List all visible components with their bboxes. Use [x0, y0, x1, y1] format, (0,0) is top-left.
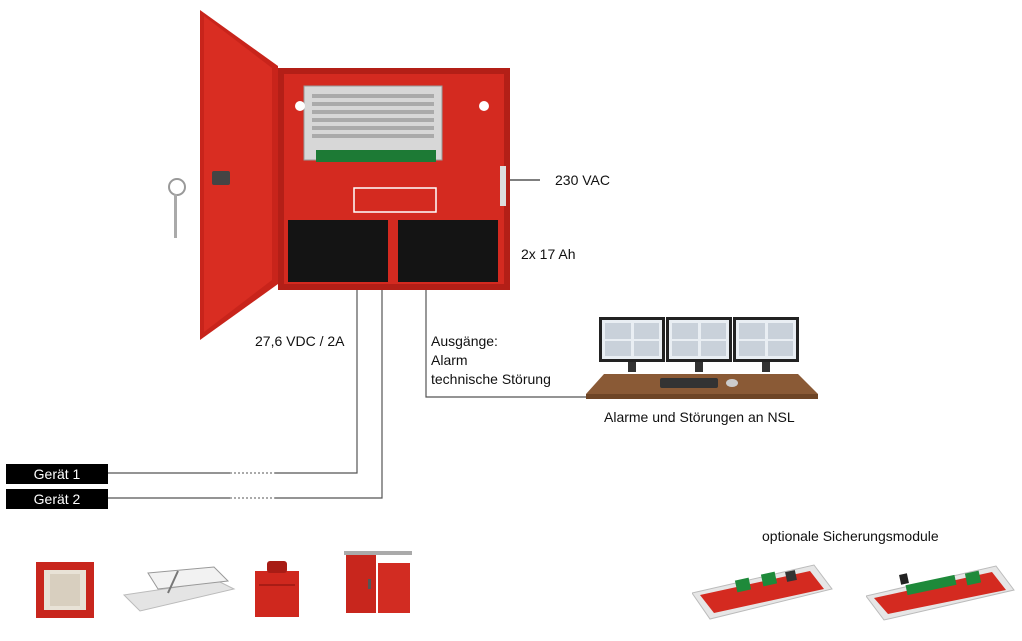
device-tag-2: Gerät 2	[6, 489, 108, 509]
device-2-wire	[108, 286, 383, 499]
optional-modules-label: optionale Sicherungsmodule	[762, 528, 939, 544]
battery-label: 2x 17 Ah	[521, 246, 576, 262]
fire-door-icon	[344, 551, 412, 613]
device-tag-1: Gerät 1	[6, 464, 108, 484]
extinguisher-box-icon	[255, 561, 299, 617]
alarm-output-wire	[425, 286, 595, 398]
outputs-alarm-label: Alarm	[431, 352, 468, 368]
outputs-heading: Ausgänge:	[431, 333, 498, 349]
mains-label: 230 VAC	[555, 172, 610, 188]
outputs-fault-label: technische Störung	[431, 371, 551, 387]
control-room-monitors-icon	[586, 317, 818, 399]
fire-damper-icon	[36, 562, 94, 618]
power-supply-cabinet-icon	[168, 10, 510, 340]
fuse-module-icon	[866, 565, 1015, 621]
output-voltage-label: 27,6 VDC / 2A	[255, 333, 345, 349]
device-1-wire	[108, 286, 358, 474]
fuse-module-icon	[692, 564, 833, 620]
nsl-caption: Alarme und Störungen an NSL	[604, 409, 795, 425]
smoke-vent-icon	[122, 566, 236, 612]
